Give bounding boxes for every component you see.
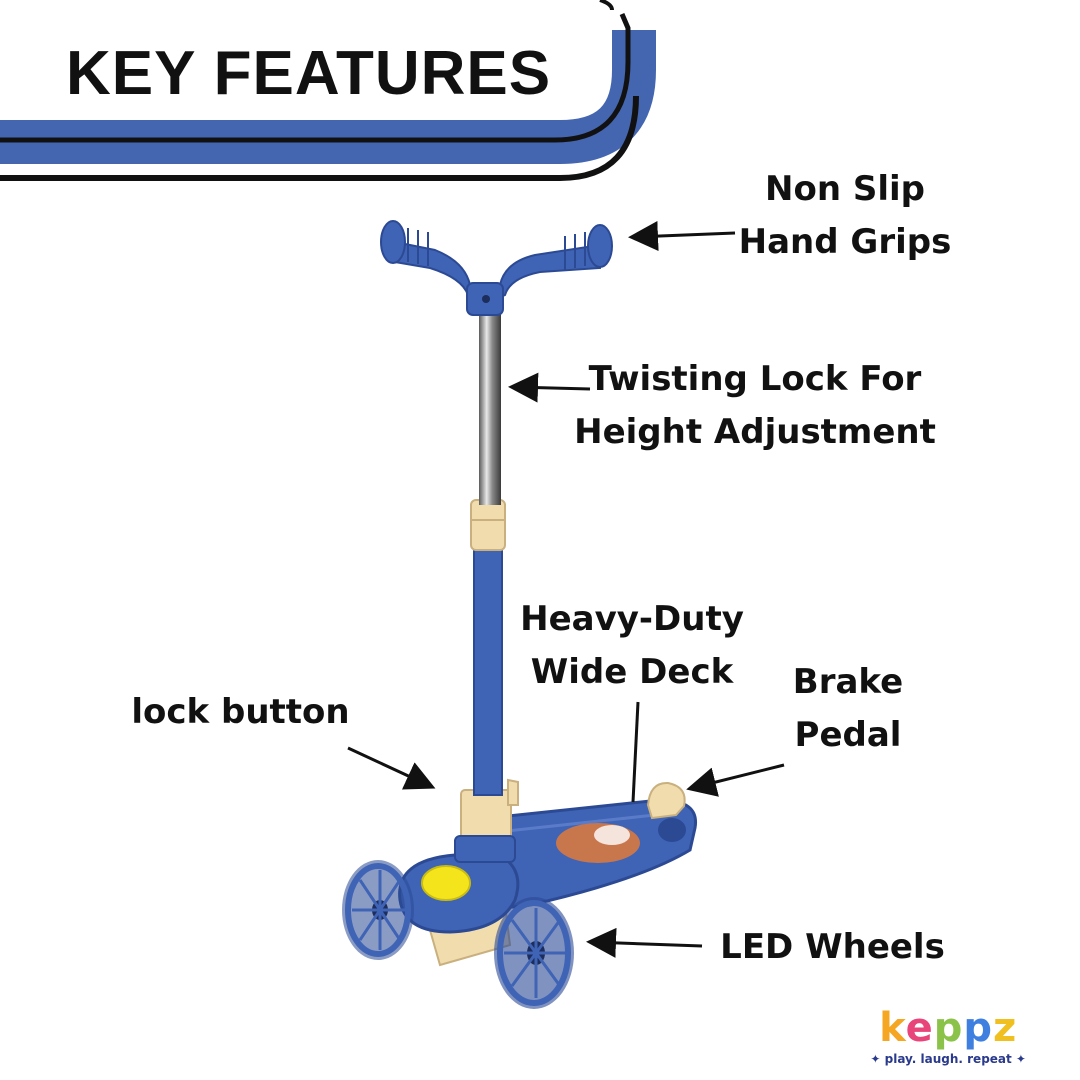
logo-letter: e xyxy=(905,1005,934,1051)
label-deck-line2: Wide Deck xyxy=(530,652,734,692)
header-banner xyxy=(0,0,656,181)
arrow-hand-grips xyxy=(628,221,736,252)
handlebar-bolt xyxy=(482,295,490,303)
front-left-wheel xyxy=(342,860,414,960)
label-led-wheels: LED Wheels xyxy=(720,927,945,967)
label-brake: Brake Pedal xyxy=(778,656,918,762)
label-brake-line1: Brake xyxy=(792,662,904,702)
right-grip-end xyxy=(587,224,613,268)
brake-pedal xyxy=(646,781,686,820)
brand-logo: keppz ✦ play. laugh. repeat ✦ xyxy=(870,1006,1026,1066)
label-hand-grips-line2: Hand Grips xyxy=(738,222,952,262)
logo-tagline: ✦ play. laugh. repeat ✦ xyxy=(870,1052,1026,1066)
arrow-brake-pedal xyxy=(686,763,785,797)
label-brake-line2: Pedal xyxy=(794,715,902,755)
banner-outline-outer xyxy=(0,95,639,181)
label-deck-line1: Heavy-Duty xyxy=(520,599,744,639)
arrow-lock-button xyxy=(347,746,436,790)
logo-letter: p xyxy=(963,1005,994,1051)
front-right-wheel xyxy=(494,897,574,1009)
stem-base xyxy=(454,835,516,863)
label-twisting-lock-line1: Twisting Lock For xyxy=(588,359,922,399)
logo-letter: z xyxy=(993,1005,1018,1051)
label-hand-grips: Non Slip Hand Grips xyxy=(730,163,960,269)
lock-button xyxy=(507,778,519,806)
line-deck xyxy=(631,701,640,803)
left-grip-ribs xyxy=(407,228,429,266)
label-twisting-lock: Twisting Lock For Height Adjustment xyxy=(570,353,940,459)
arrow-twisting-lock xyxy=(508,372,591,403)
deck-sticker-highlight xyxy=(594,825,630,845)
logo-letter: k xyxy=(879,1005,906,1051)
logo-letter: p xyxy=(933,1005,964,1051)
banner-outline-inner xyxy=(0,13,631,143)
logo-wordmark: keppz xyxy=(870,1006,1026,1050)
page-title: KEY FEATURES xyxy=(66,39,552,108)
label-twisting-lock-line2: Height Adjustment xyxy=(574,412,936,452)
arrow-led-wheels xyxy=(586,927,703,958)
banner-top-tick xyxy=(599,0,614,11)
label-lock-button: lock button xyxy=(131,692,350,732)
right-grip-ribs xyxy=(564,232,586,270)
label-hand-grips-line1: Non Slip xyxy=(765,169,925,209)
upper-stem xyxy=(479,310,501,505)
left-grip-end xyxy=(380,220,406,264)
label-deck: Heavy-Duty Wide Deck xyxy=(512,593,752,699)
yellow-button xyxy=(421,865,471,901)
rear-wheel xyxy=(658,818,686,842)
